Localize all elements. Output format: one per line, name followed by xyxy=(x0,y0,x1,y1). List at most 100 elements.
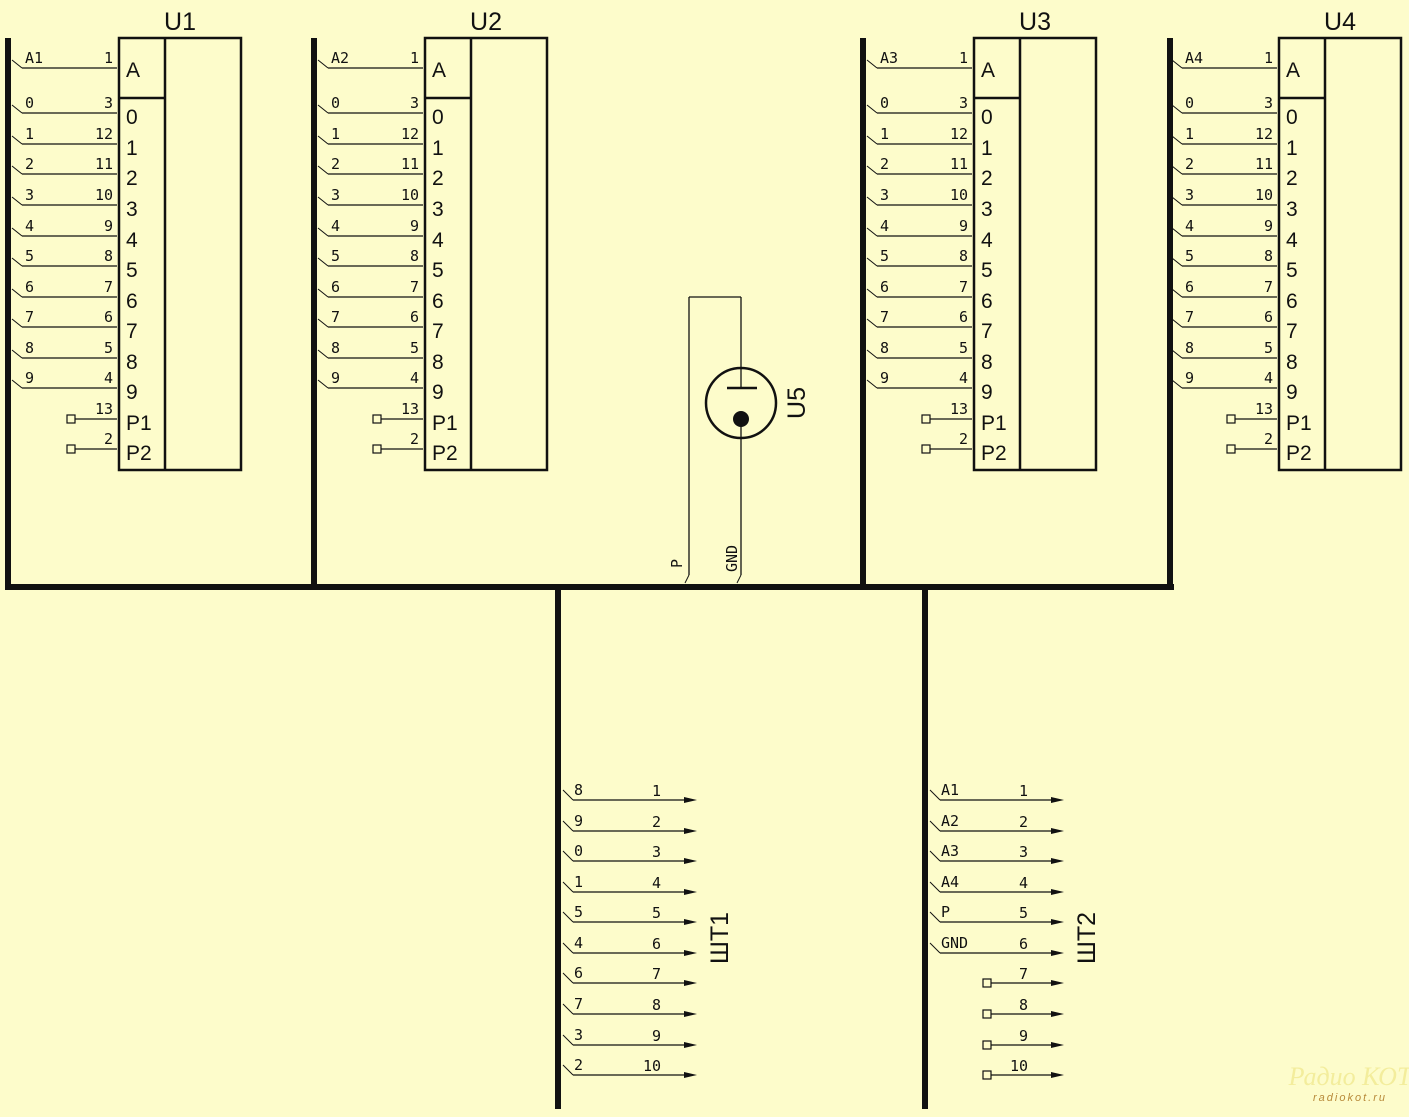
wire-bend xyxy=(866,288,878,298)
wire-bend xyxy=(929,942,941,954)
chip-body xyxy=(972,36,1098,472)
pin-number: 7 xyxy=(1264,278,1273,296)
chip-body xyxy=(1277,36,1403,472)
signal-label: A3 xyxy=(941,842,959,860)
chip-name: U3 xyxy=(1019,8,1051,36)
signal-label: 5 xyxy=(1185,247,1194,265)
signal-label: A1 xyxy=(941,781,959,799)
pin-function-label: 2 xyxy=(432,167,444,190)
pin-function-label: P1 xyxy=(1286,412,1312,435)
signal-label: 4 xyxy=(574,934,583,952)
pin-number: 10 xyxy=(950,186,968,204)
pin-function-label: 9 xyxy=(1286,381,1298,404)
arrow-icon xyxy=(684,797,697,803)
pin-number: 1 xyxy=(959,49,968,67)
pin-number: 4 xyxy=(959,369,968,387)
pin-number: 2 xyxy=(1019,813,1028,831)
signal-label: 2 xyxy=(1185,155,1194,173)
signal-label: 6 xyxy=(574,964,583,982)
wire-bend xyxy=(562,1034,574,1046)
signal-label: 2 xyxy=(25,155,34,173)
pin-function-label: 4 xyxy=(981,229,993,252)
wire-bend xyxy=(317,59,329,69)
pin-number: 9 xyxy=(959,217,968,235)
pin-function-label: 0 xyxy=(432,106,444,129)
arrow-icon xyxy=(1051,1072,1064,1078)
signal-label: 8 xyxy=(574,781,583,799)
pin-function-label: 7 xyxy=(432,320,444,343)
wire-bend xyxy=(11,379,23,389)
signal-label: 0 xyxy=(1185,94,1194,112)
pin-function-label: 5 xyxy=(126,259,138,282)
wire-bend xyxy=(866,135,878,145)
signal-label: 6 xyxy=(331,278,340,296)
pin-function-label: 4 xyxy=(432,229,444,252)
wire-bend xyxy=(562,942,574,954)
arrow-icon xyxy=(1051,1042,1064,1048)
pin-number: 10 xyxy=(95,186,113,204)
pin-function-label: 2 xyxy=(981,167,993,190)
pin-function-label: 5 xyxy=(1286,259,1298,282)
wire-bend xyxy=(562,820,574,832)
pin-function-label: P2 xyxy=(432,442,458,465)
wire-bend xyxy=(317,288,329,298)
arrow-icon xyxy=(1051,828,1064,834)
wire-label-gnd: GND xyxy=(723,545,741,572)
sensor-name: U5 xyxy=(783,387,811,419)
watermark-url: radiokot.ru xyxy=(1313,1092,1387,1104)
signal-label: A1 xyxy=(25,49,43,67)
wire-bend xyxy=(929,911,941,923)
unconnected-terminal xyxy=(982,1009,992,1019)
pin-number: 1 xyxy=(104,49,113,67)
connector-pin-row: 10 xyxy=(982,1057,1064,1080)
signal-label: 6 xyxy=(1185,278,1194,296)
pin-number: 6 xyxy=(959,308,968,326)
pin-number: 13 xyxy=(401,400,419,418)
unconnected-terminal xyxy=(372,444,382,454)
arrow-icon xyxy=(684,1042,697,1048)
signal-label: 8 xyxy=(331,339,340,357)
connector-name: ШТ2 xyxy=(1073,912,1101,964)
pin-number: 11 xyxy=(1255,155,1273,173)
wire-bend xyxy=(1171,349,1183,359)
pin-number: 8 xyxy=(1019,996,1028,1014)
wire-bend xyxy=(317,379,329,389)
pin-number: 7 xyxy=(1019,965,1028,983)
pin-function-label: 9 xyxy=(432,381,444,404)
pin-number: 5 xyxy=(410,339,419,357)
pin-function-label: P2 xyxy=(981,442,1007,465)
wire-bend xyxy=(11,349,23,359)
signal-label: 5 xyxy=(574,903,583,921)
p-wire-bend xyxy=(684,574,690,584)
wire-bend xyxy=(11,59,23,69)
pin-function-label: 2 xyxy=(126,167,138,190)
pin-function-label: P1 xyxy=(126,412,152,435)
unconnected-terminal xyxy=(982,1040,992,1050)
pin-function-label: 3 xyxy=(126,198,138,221)
pin-number: 2 xyxy=(959,430,968,448)
arrow-icon xyxy=(684,828,697,834)
signal-label: 4 xyxy=(1185,217,1194,235)
pin-number: 3 xyxy=(410,94,419,112)
pin-number: 6 xyxy=(1264,308,1273,326)
arrow-icon xyxy=(1051,858,1064,864)
signal-label: 0 xyxy=(331,94,340,112)
arrow-icon xyxy=(1051,889,1064,895)
